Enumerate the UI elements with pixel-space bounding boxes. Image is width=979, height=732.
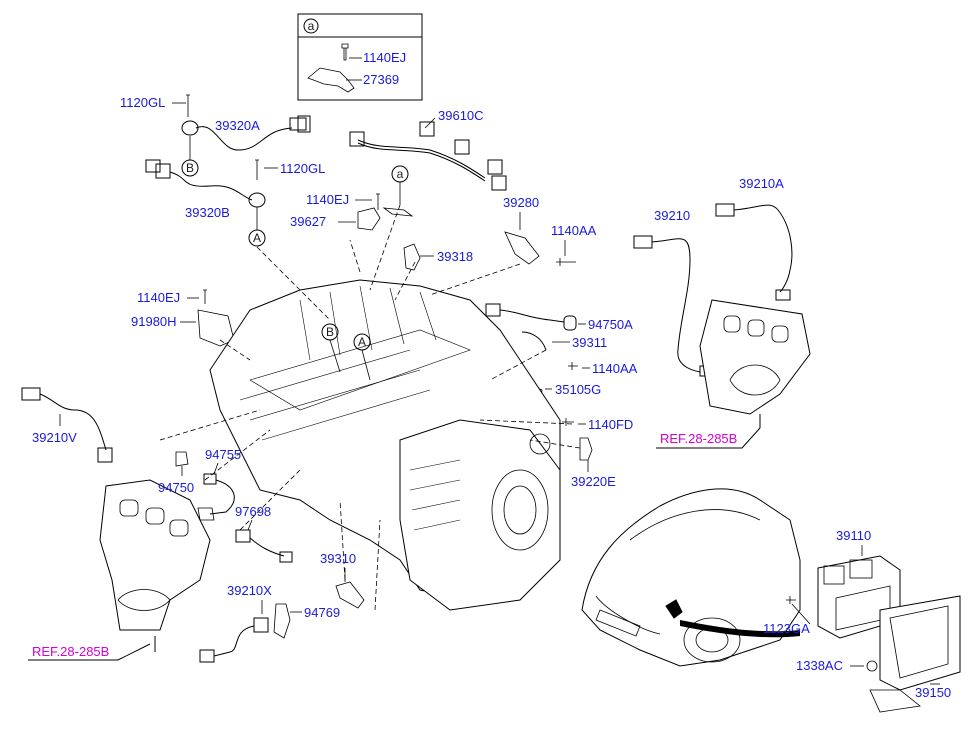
detail-box: a 1140EJ 27369 bbox=[297, 13, 423, 101]
label-39320A: 39320A bbox=[215, 118, 260, 133]
sensor-39220E: 39220E bbox=[571, 437, 616, 489]
sensor-94750A: 94750A 39311 bbox=[485, 303, 633, 351]
callout-A-engine: A bbox=[358, 335, 366, 349]
label-97698: 97698 bbox=[235, 504, 271, 519]
o2-sensors-right: 39210 39210A bbox=[633, 176, 793, 377]
label-39310: 39310 bbox=[320, 551, 356, 566]
callout-B-engine: B bbox=[326, 325, 334, 339]
harness-39610C: 39610C bbox=[349, 108, 507, 191]
label-94750: 94750 bbox=[158, 480, 194, 495]
detail-1140EJ-label: 1140EJ bbox=[363, 50, 406, 65]
label-39110: 39110 bbox=[836, 528, 871, 543]
callout-A-sensor: A bbox=[253, 231, 261, 245]
label-94755: 94755 bbox=[205, 447, 241, 462]
bracket-91980H: 1140EJ 91980H bbox=[131, 289, 235, 347]
callout-B-sensor: B bbox=[186, 161, 194, 175]
exhaust-manifold-left: REF.28-285B bbox=[28, 479, 211, 661]
detail-27369-label: 27369 bbox=[363, 72, 399, 87]
pointer-arrow-icon bbox=[680, 620, 800, 638]
ref-left: REF.28-285B bbox=[32, 644, 109, 659]
sensor-39280: 39280 1140AA bbox=[503, 195, 597, 266]
sensor-39310: 39310 bbox=[320, 551, 365, 609]
ref-right: REF.28-285B bbox=[660, 431, 737, 446]
sensor-94755: 94750 94755 bbox=[158, 447, 241, 521]
knock-sensor-a-icon bbox=[181, 120, 199, 136]
ecu-assembly: 39110 1123GA 1338AC 39150 bbox=[763, 528, 961, 713]
label-39320B: 39320B bbox=[185, 205, 230, 220]
harness-97698: 97698 bbox=[235, 504, 293, 563]
engine-assembly: B A bbox=[159, 204, 581, 611]
label-1120GL-mid: 1120GL bbox=[280, 161, 325, 176]
label-1338AC: 1338AC bbox=[796, 658, 843, 673]
callout-a-engine: a bbox=[397, 167, 404, 181]
label-1140AA-top: 1140AA bbox=[551, 223, 597, 238]
label-39318: 39318 bbox=[437, 249, 473, 264]
label-39210A: 39210A bbox=[739, 176, 784, 191]
detail-box-callout: a bbox=[308, 19, 315, 33]
bracket-icon bbox=[307, 67, 355, 93]
o2-sensor-39210X: 39210X 94769 bbox=[199, 583, 340, 663]
label-39210V: 39210V bbox=[32, 430, 77, 445]
label-1140FD: 1140FD bbox=[588, 417, 633, 432]
label-39280: 39280 bbox=[503, 195, 539, 210]
knock-sensor-group: 1120GL 39320A B 1120GL 39320B A bbox=[120, 94, 325, 247]
label-39627: 39627 bbox=[290, 214, 326, 229]
exhaust-manifold-right: REF.28-285B bbox=[656, 299, 811, 449]
label-94769: 94769 bbox=[304, 605, 340, 620]
o2-sensors-left: 39210V bbox=[21, 387, 113, 463]
label-35105G: 35105G bbox=[555, 382, 601, 397]
cam-sensor-bracket: 1140EJ 39627 a bbox=[290, 165, 414, 231]
label-39311: 39311 bbox=[572, 335, 607, 350]
label-1140EJ-left: 1140EJ bbox=[137, 290, 180, 305]
bolt-icon bbox=[341, 43, 349, 61]
label-39150: 39150 bbox=[915, 685, 951, 700]
label-1120GL-top: 1120GL bbox=[120, 95, 165, 110]
label-1123GA: 1123GA bbox=[763, 621, 810, 636]
label-94750A: 94750A bbox=[588, 317, 633, 332]
vehicle-illustration bbox=[581, 488, 801, 667]
sensor-39318: 39318 bbox=[403, 243, 473, 271]
label-39220E: 39220E bbox=[571, 474, 616, 489]
label-91980H: 91980H bbox=[131, 314, 177, 329]
label-39210X: 39210X bbox=[227, 583, 272, 598]
label-39610C: 39610C bbox=[438, 108, 484, 123]
label-1140EJ-mid: 1140EJ bbox=[306, 192, 349, 207]
label-1140AA-mid: 1140AA bbox=[592, 361, 638, 376]
label-39210: 39210 bbox=[654, 208, 690, 223]
